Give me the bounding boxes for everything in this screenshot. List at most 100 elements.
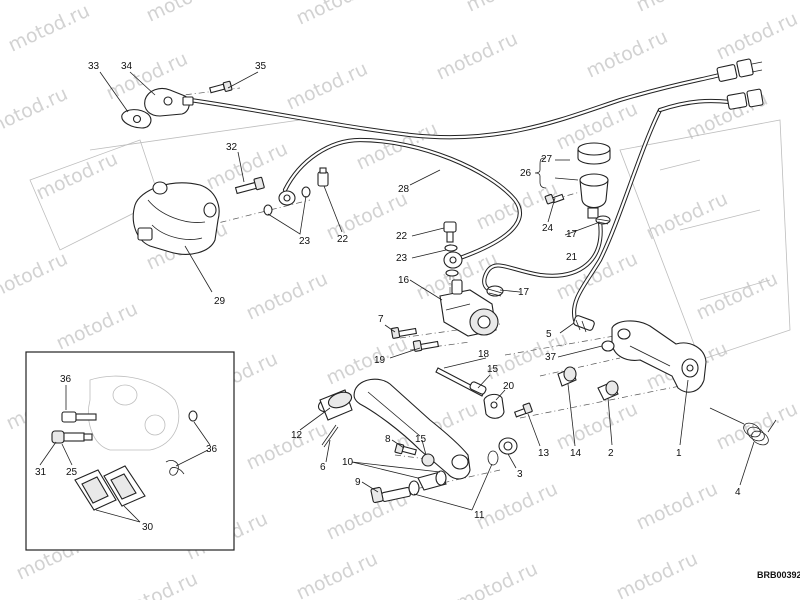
callout-22-lower: 22 <box>396 231 408 242</box>
inset-panel <box>25 351 235 551</box>
callout-26: 26 <box>520 168 532 179</box>
bushing-14 <box>557 366 577 387</box>
bleed-valve-36 <box>61 411 97 423</box>
callout-35: 35 <box>255 61 267 72</box>
callout-6: 6 <box>320 462 326 473</box>
callout-16: 16 <box>398 275 410 286</box>
callout-25: 25 <box>66 467 78 478</box>
callout-15-rod: 15 <box>487 364 499 375</box>
brake-pedal-12 <box>353 378 471 480</box>
pedal-bracket-1 <box>611 320 707 393</box>
callout-15-nut: 15 <box>415 434 427 445</box>
watermark-text: motod.ru <box>283 58 371 115</box>
pivot-bolt-9 <box>370 486 411 504</box>
watermark-text: motod.ru <box>483 328 571 385</box>
callout-36-clip: 36 <box>206 444 218 455</box>
callout-2: 2 <box>608 448 614 459</box>
pad-pin-clip-36 <box>165 410 198 476</box>
callout-9: 9 <box>355 477 361 488</box>
watermark-text: motod.ru <box>713 8 800 65</box>
callout-11: 11 <box>474 510 485 521</box>
watermark-text: motod.ru <box>293 548 381 600</box>
brake-pads-30 <box>74 465 146 511</box>
bolt-13 <box>513 402 533 418</box>
watermark-text: motod.ru <box>473 478 561 535</box>
watermark-text: motod.ru <box>243 268 331 325</box>
callout-22-upper: 22 <box>337 234 349 245</box>
drawing-code: BRB00392 <box>757 570 800 580</box>
callout-34: 34 <box>121 61 133 72</box>
callout-21: 21 <box>566 252 578 263</box>
gasket-33 <box>121 109 152 129</box>
callout-36-valve: 36 <box>60 374 72 385</box>
callout-7: 7 <box>378 314 384 325</box>
callout-31: 31 <box>35 467 47 478</box>
rear-brake-line-28 <box>187 58 763 140</box>
watermark-text: motod.ru <box>143 0 231 27</box>
watermark-text: motod.ru <box>0 248 71 305</box>
callout-1: 1 <box>676 448 682 459</box>
watermark-text: motod.ru <box>53 298 141 355</box>
watermark-text: motod.ru <box>243 418 331 475</box>
washer-37 <box>601 340 615 352</box>
reservoir-hose-21 <box>482 219 603 293</box>
watermark-text: motod.ru <box>633 478 721 535</box>
mounting-screw-19 <box>412 339 440 352</box>
callout-19: 19 <box>374 355 386 366</box>
banjo-washers-23-lower <box>444 244 459 277</box>
speed-sensor-34 <box>144 87 194 117</box>
clevis-20 <box>483 393 505 419</box>
pivot-nut-15 <box>421 453 435 467</box>
banjo-bolt-22-lower <box>443 221 457 243</box>
bleed-valve-25 <box>51 430 93 444</box>
master-cylinder-16 <box>439 279 499 337</box>
callout-18: 18 <box>478 349 490 360</box>
callout-3: 3 <box>517 469 523 480</box>
leader-lines <box>39 71 755 523</box>
mounting-screw-7 <box>390 326 418 339</box>
pedal-rubber-12 <box>317 389 353 421</box>
callout-23-lower: 23 <box>396 253 408 264</box>
callout-32: 32 <box>226 142 238 153</box>
reservoir-screw-24 <box>544 193 565 205</box>
callout-27: 27 <box>541 154 553 165</box>
callout-12: 12 <box>291 430 303 441</box>
brake-caliper-29 <box>132 181 220 255</box>
watermark-text: motod.ru <box>433 28 521 85</box>
callout-23-upper: 23 <box>299 236 311 247</box>
callout-labels: 1 2 3 4 5 6 7 8 9 10 11 12 13 14 15 15 1… <box>35 61 741 533</box>
watermark-text: motod.ru <box>5 0 93 57</box>
reservoir-cap-27 <box>577 142 611 165</box>
callout-13: 13 <box>538 448 550 459</box>
callout-brace-26-27 <box>534 157 547 189</box>
hose-connector-5 <box>573 315 595 333</box>
watermark-text: motod.ru <box>693 268 781 325</box>
hose-clamp-17-lower <box>486 285 504 297</box>
callout-37: 37 <box>545 352 557 363</box>
washer-3 <box>498 437 518 455</box>
watermark-text: motod.ru <box>293 0 381 30</box>
callout-24: 24 <box>542 223 554 234</box>
sensor-cable <box>571 88 764 323</box>
banjo-bolt-22-upper <box>317 167 329 187</box>
watermark-text: motod.ru <box>0 83 71 140</box>
watermark-text: motod.ru <box>583 26 671 83</box>
return-spring-6 <box>321 424 339 448</box>
screw-35 <box>209 80 233 94</box>
callout-4: 4 <box>735 487 741 498</box>
watermark-text: motod.ru <box>463 0 551 17</box>
watermark-text: motod.ru <box>33 148 121 205</box>
callout-33: 33 <box>88 61 100 72</box>
callout-8: 8 <box>385 434 391 445</box>
watermark-text: motod.ru <box>353 118 441 175</box>
callout-14: 14 <box>570 448 582 459</box>
callout-28: 28 <box>398 184 410 195</box>
circlip-11-right <box>487 450 499 466</box>
watermark-text: motod.ru <box>453 558 541 600</box>
watermark-text: motod.ru <box>613 548 701 600</box>
pedal-bushing-10 <box>417 470 447 491</box>
washer-11 <box>408 480 420 496</box>
callout-10: 10 <box>342 457 354 468</box>
callout-30: 30 <box>142 522 154 533</box>
